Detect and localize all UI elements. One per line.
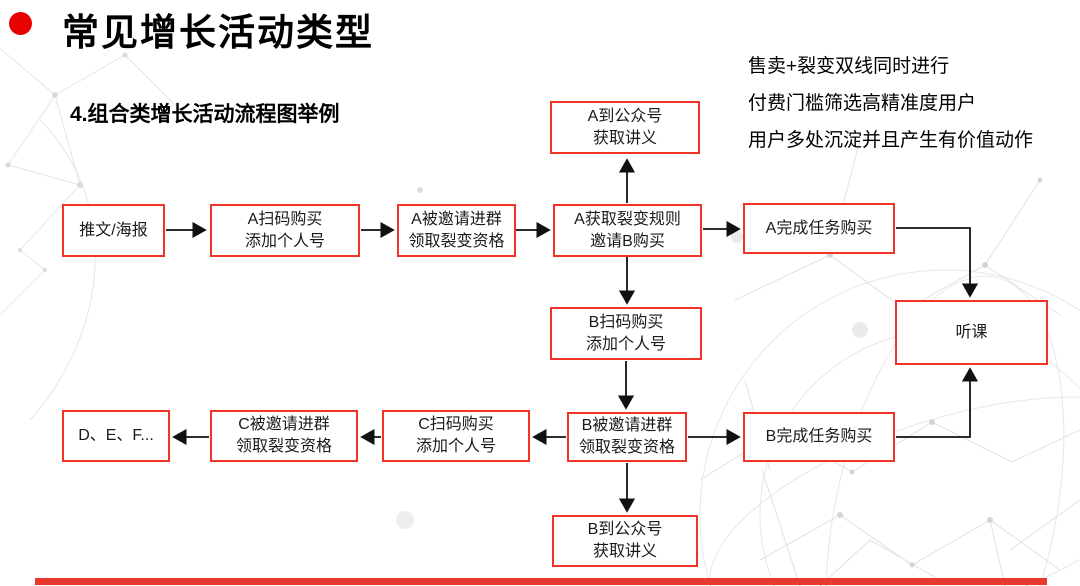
note-line: 付费门槛筛选高精准度用户 (748, 93, 977, 114)
flow-box-c-scan-buy: C扫码购买 添加个人号 (382, 410, 530, 462)
flow-box-label: 添加个人号 (585, 335, 666, 353)
flow-box-label: A获取裂变规则 (574, 210, 681, 228)
slide-header: 常见增长活动类型 (0, 0, 1080, 60)
flow-box-label: 领取裂变资格 (408, 232, 505, 250)
bottom-accent-bar (35, 578, 1047, 585)
flow-box-label: D、E、F... (78, 427, 154, 445)
flow-box-def-more: D、E、F... (62, 410, 170, 462)
flow-box-a-rules-invite-b: A获取裂变规则 邀请B购买 (553, 204, 702, 257)
flow-box-label: 获取讲义 (592, 543, 657, 560)
flow-box-b-official-account: B到公众号 获取讲义 (552, 515, 698, 567)
flow-box-label: 推文/海报 (79, 221, 148, 239)
notes-block: 售卖+裂变双线同时进行 付费门槛筛选高精准度用户 用户多处沉淀并且产生有价值动作 (748, 48, 1068, 159)
flow-box-label: A到公众号 (587, 107, 663, 125)
flow-box-post-poster: 推文/海报 (62, 204, 165, 257)
flow-box-label: 获取讲义 (592, 129, 657, 147)
note-line: 用户多处沉淀并且产生有价值动作 (748, 130, 1034, 151)
flow-box-label: 邀请B购买 (590, 232, 665, 250)
flow-box-label: C扫码购买 (418, 416, 494, 434)
flow-box-label: A扫码购买 (247, 210, 323, 228)
flow-box-label: B完成任务购买 (765, 428, 873, 446)
flow-box-label: 添加个人号 (244, 232, 325, 250)
flow-box-label: A被邀请进群 (411, 210, 502, 228)
flow-box-a-invited-group: A被邀请进群 领取裂变资格 (397, 204, 516, 257)
flow-box-label: C被邀请进群 (238, 416, 330, 434)
flow-box-attend-class: 听课 (895, 300, 1048, 365)
flow-box-a-scan-buy: A扫码购买 添加个人号 (210, 204, 360, 257)
section-subtitle: 4.组合类增长活动流程图举例 (70, 103, 340, 126)
flow-box-label: B到公众号 (587, 521, 663, 539)
flow-box-label: 添加个人号 (415, 438, 496, 455)
flow-box-label: B扫码购买 (588, 313, 664, 331)
title-bullet-dot (9, 12, 32, 35)
flow-box-b-invited-group: B被邀请进群 领取裂变资格 (567, 412, 687, 462)
flow-box-label: A完成任务购买 (765, 219, 873, 237)
flow-box-b-scan-buy: B扫码购买 添加个人号 (550, 307, 702, 360)
flow-box-label: 听课 (955, 323, 988, 341)
flow-box-a-official-account: A到公众号 获取讲义 (550, 101, 700, 154)
flow-box-a-complete-task: A完成任务购买 (743, 203, 895, 254)
flow-box-b-complete-task: B完成任务购买 (743, 412, 895, 462)
page-title: 常见增长活动类型 (62, 12, 374, 53)
flow-box-label: 领取裂变资格 (235, 438, 332, 455)
flow-box-label: 领取裂变资格 (578, 439, 675, 456)
note-line: 售卖+裂变双线同时进行 (748, 56, 950, 77)
flow-box-c-invited-group: C被邀请进群 领取裂变资格 (210, 410, 358, 462)
flow-box-label: B被邀请进群 (581, 417, 673, 435)
